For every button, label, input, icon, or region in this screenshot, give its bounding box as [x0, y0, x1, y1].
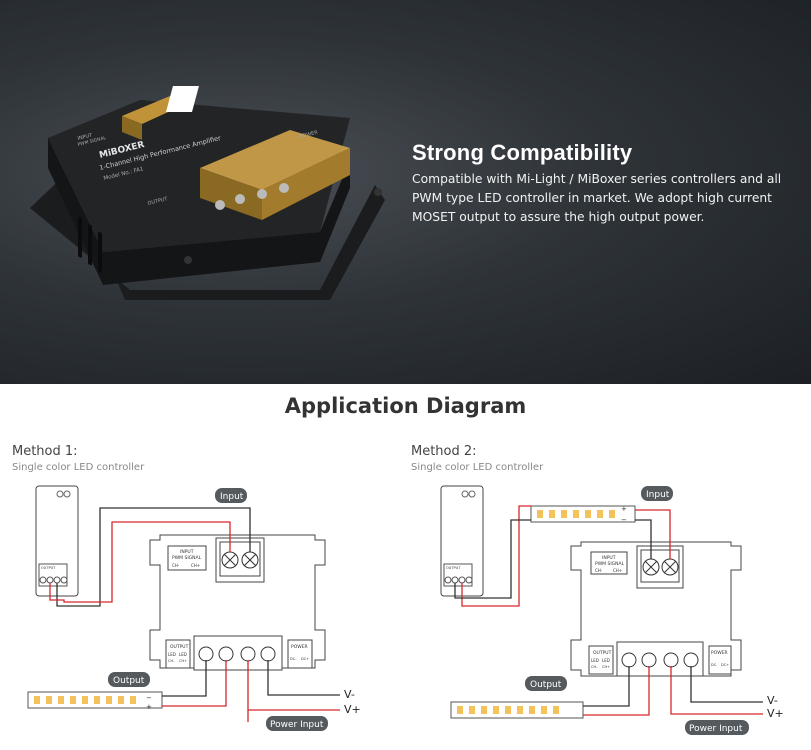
amp-power-block: POWER	[291, 644, 308, 650]
power-input-pill	[685, 720, 749, 735]
amp-output-block: OUTPUT	[170, 644, 189, 650]
hero-title: Strong Compatibility	[412, 140, 633, 165]
method-2-diagram: OUTPUT + − INPUT PWM SIGNAL CH- CH+ OUTP…	[440, 485, 784, 735]
amp-led-minus: LED	[591, 658, 599, 663]
amp-dc-pos: DC+	[301, 657, 309, 661]
method-1-diagram: OUTPUT INPUT PWM SIGNAL CH- CH+ OUTPUT L…	[27, 485, 361, 731]
section-title: Application Diagram	[284, 394, 527, 418]
amp-led-ch-neg: CH-	[168, 659, 175, 663]
amp-input-block: INPUT	[602, 555, 616, 561]
amp-input-block: INPUT	[180, 549, 194, 555]
power-input-pill-label: Power Input	[270, 720, 324, 730]
hero-description: Compatible with Mi-Light / MiBoxer serie…	[412, 172, 782, 224]
amp-dc-neg: DC-	[290, 657, 297, 661]
output-pill-label: Output	[530, 680, 562, 690]
method-1-subtitle: Single color LED controller	[12, 462, 145, 473]
product-image: MiBOXER 1-Channel High Performance Ampli…	[30, 86, 385, 300]
product-input-label: INPUT	[77, 132, 94, 142]
input-pill	[215, 488, 247, 503]
power-input-pill-label: Power Input	[689, 724, 743, 734]
amp-led-plus: LED	[179, 652, 187, 657]
amp-dc-neg: DC-	[711, 663, 718, 667]
amp-ch-pos: CH+	[191, 563, 200, 568]
output-pill-label: Output	[113, 676, 145, 686]
method-1-title: Method 1:	[12, 444, 78, 459]
method-2-title: Method 2:	[411, 444, 477, 459]
amp-led-ch-neg: CH-	[591, 665, 598, 669]
strip-minus: −	[146, 694, 152, 702]
method-2-subtitle: Single color LED controller	[411, 462, 544, 473]
controller-output-label: OUTPUT	[446, 566, 461, 570]
amp-led-ch-pos: CH+	[179, 659, 187, 663]
amp-ch-neg: CH-	[595, 568, 603, 573]
product-output-label: OUTPUT	[147, 196, 169, 207]
controller-output-label: OUTPUT	[41, 566, 56, 570]
v-plus-label: V+	[767, 707, 784, 720]
top-strip-minus: −	[621, 516, 627, 524]
output-pill	[525, 676, 567, 691]
input-pill	[641, 486, 673, 501]
amp-led-ch-pos: CH+	[602, 665, 610, 669]
amp-pwm-block: PWM SIGNAL	[595, 561, 625, 567]
led-strip-top	[530, 505, 636, 523]
output-pill	[108, 672, 150, 687]
input-pill-label: Input	[220, 492, 244, 502]
input-pill-label: Input	[646, 490, 670, 500]
method-2-header: Method 2: Single color LED controller	[411, 444, 543, 473]
strip-plus: +	[146, 703, 152, 711]
amp-pwm-block: PWM SIGNAL	[172, 555, 202, 561]
power-input-pill	[266, 716, 328, 731]
amp-ch-pos: CH+	[613, 568, 622, 573]
method-1-header: Method 1: Single color LED controller	[12, 444, 144, 473]
top-strip-plus: +	[621, 505, 627, 513]
v-minus-label: V-	[767, 694, 778, 707]
v-plus-label: V+	[344, 703, 361, 716]
amp-led-plus: LED	[602, 658, 610, 663]
amp-output-block: OUTPUT	[593, 650, 612, 656]
amp-led-minus: LED	[168, 652, 176, 657]
v-minus-label: V-	[344, 688, 355, 701]
amp-power-block: POWER	[711, 650, 728, 656]
hero-banner: MiBOXER 1-Channel High Performance Ampli…	[0, 0, 811, 384]
amp-dc-pos: DC+	[721, 663, 729, 667]
product-power-label: POWER	[299, 130, 319, 140]
amp-ch-neg: CH-	[172, 563, 180, 568]
